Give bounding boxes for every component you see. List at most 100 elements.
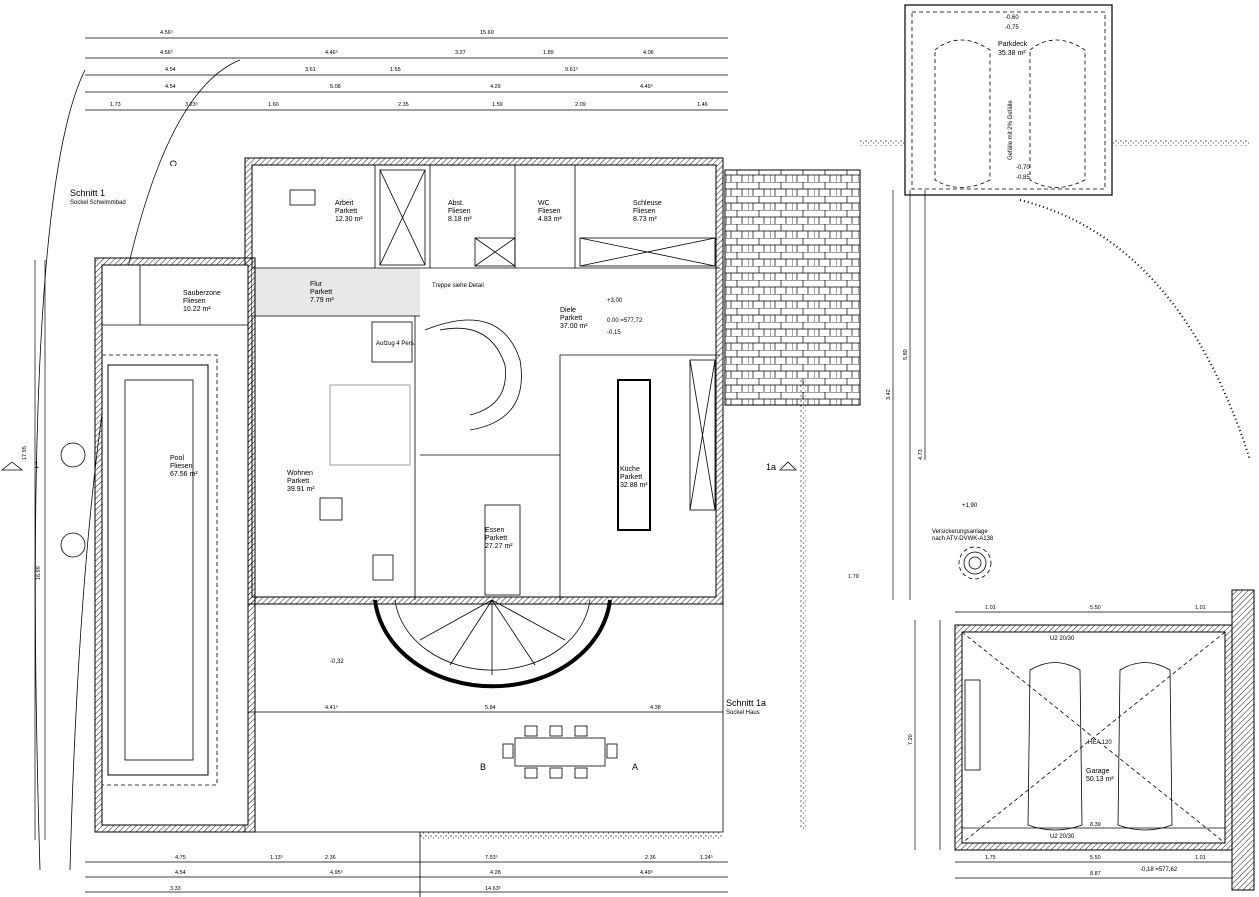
svg-text:Sauberzone: Sauberzone — [183, 290, 221, 297]
boundary-wall — [1231, 589, 1255, 891]
svg-text:Parkett: Parkett — [335, 208, 357, 215]
gravel-edge — [1019, 199, 1251, 461]
svg-text:4.83 m²: 4.83 m² — [538, 216, 562, 223]
level-text: -0,85 — [1016, 175, 1030, 181]
dim-text: 5.50 — [1090, 605, 1101, 611]
level-text: -0,32 — [330, 659, 344, 665]
dim-text: 2.36 — [645, 855, 656, 861]
section-1a-subtitle: Sockel Haus — [726, 710, 760, 716]
dim-text: 2.35 — [398, 102, 409, 108]
pool-pump — [60, 532, 86, 558]
dim-text: 1.01 — [985, 605, 996, 611]
dim-text: 8.87 — [1090, 871, 1101, 877]
svg-text:Fliesen: Fliesen — [538, 208, 561, 215]
level-text: -0,60 — [1005, 15, 1019, 21]
seepage-label: Versickerungsanlage — [932, 529, 988, 535]
svg-text:Parkett: Parkett — [485, 535, 507, 542]
slope-label: Gefälle mit 2% Gefälle — [1008, 100, 1014, 160]
dim-text: 1.01 — [1195, 605, 1206, 611]
seepage-sub: nach ATV-DVWK-A138 — [932, 536, 994, 542]
svg-text:50.13 m²: 50.13 m² — [1086, 776, 1114, 783]
level-text: 0.00 =577,72 — [607, 318, 643, 324]
furniture — [289, 189, 521, 596]
level-text: -0,70 — [1016, 165, 1030, 171]
svg-text:Fliesen: Fliesen — [183, 298, 206, 305]
dim-text: 4.41⁵ — [325, 704, 338, 711]
svg-text:12.30 m²: 12.30 m² — [335, 216, 363, 223]
staircase — [424, 319, 522, 431]
top-dimension-chain: 4.56⁵ 15.60 4.56⁵ 4.46⁵ 3.27 1.89 4.06 4… — [85, 29, 728, 111]
svg-text:10.22 m²: 10.22 m² — [183, 306, 211, 313]
section-1a-title: Schnitt 1a — [726, 698, 766, 708]
svg-text:Parkdeck: Parkdeck — [998, 41, 1028, 48]
svg-text:Wohnen: Wohnen — [287, 470, 313, 477]
dim-text: 3.42 — [886, 389, 892, 400]
dim-text: 4.06 — [643, 50, 654, 56]
stair-note: Treppe siehe Detail — [432, 283, 484, 289]
dim-text: 2.09 — [575, 102, 586, 108]
dim-text: 1.55 — [390, 67, 401, 73]
svg-text:Fliesen: Fliesen — [170, 463, 193, 470]
beam-label: U2 20/30 — [1050, 834, 1075, 840]
svg-text:39.91 m²: 39.91 m² — [287, 486, 315, 493]
lift-label: Aufzug 4 Pers. — [376, 341, 416, 347]
dim-text: 1.75 — [985, 855, 996, 861]
section-arrow-icon — [0, 461, 24, 471]
dim-text: 4.46⁵ — [325, 49, 338, 56]
dim-text: 1.24⁵ — [700, 854, 713, 861]
dim-text: 4.75 — [175, 855, 186, 861]
svg-text:Diele: Diele — [560, 307, 576, 314]
pool-pump — [60, 442, 86, 468]
svg-text:Parkett: Parkett — [620, 474, 642, 481]
section-1-title: Schnitt 1 — [70, 188, 105, 198]
svg-text:WC: WC — [538, 200, 550, 207]
dim-text: 1.79 — [848, 574, 859, 580]
svg-text:Essen: Essen — [485, 527, 505, 534]
section-marker-c: C — [168, 160, 178, 167]
dim-text: 3.27 — [455, 50, 466, 56]
level-text: +3,00 — [607, 298, 623, 304]
dim-text: 4.49⁵ — [640, 83, 653, 90]
dim-text: 4.54 — [175, 870, 186, 876]
svg-text:Parkett: Parkett — [310, 289, 332, 296]
parkdeck — [904, 4, 1113, 196]
car-outline — [934, 39, 991, 188]
dim-text: 4.29 — [490, 84, 501, 90]
dim-text: 5.08 — [330, 84, 341, 90]
svg-text:67.56 m²: 67.56 m² — [170, 471, 198, 478]
section-marker-b: B — [480, 762, 486, 772]
dim-text: 3.33 — [170, 886, 181, 892]
svg-text:8.73 m²: 8.73 m² — [633, 216, 657, 223]
bottom-dimension-chain — [85, 611, 1232, 893]
dim-text: 4.38 — [650, 705, 661, 711]
dim-text: 14.63⁵ — [485, 885, 501, 892]
dim-text: 7.20 — [908, 734, 914, 745]
svg-text:32.88 m²: 32.88 m² — [620, 482, 648, 489]
level-text: -0,15 — [607, 330, 621, 336]
dim-text: 4.56⁵ — [160, 49, 173, 56]
dim-text: 3.61 — [305, 67, 316, 73]
section-marker-1: 1 — [34, 460, 39, 470]
svg-text:Pool: Pool — [170, 455, 184, 462]
svg-text:Fliesen: Fliesen — [448, 208, 471, 215]
level-text: -0,18 =577,62 — [1140, 867, 1178, 873]
site-boundary-curve — [34, 69, 86, 871]
dim-text: 1.01 — [1195, 855, 1206, 861]
side-dimension-lines — [34, 190, 941, 850]
dim-text: 4.49⁵ — [640, 869, 653, 876]
dim-text: 1.89 — [543, 50, 554, 56]
dim-text: 1.60 — [268, 102, 279, 108]
dim-text: 5.50 — [1090, 855, 1101, 861]
dim-text: 4.95⁵ — [330, 869, 343, 876]
dim-text: 4.73 — [918, 449, 924, 460]
dim-text: 7.53⁵ — [485, 854, 498, 861]
